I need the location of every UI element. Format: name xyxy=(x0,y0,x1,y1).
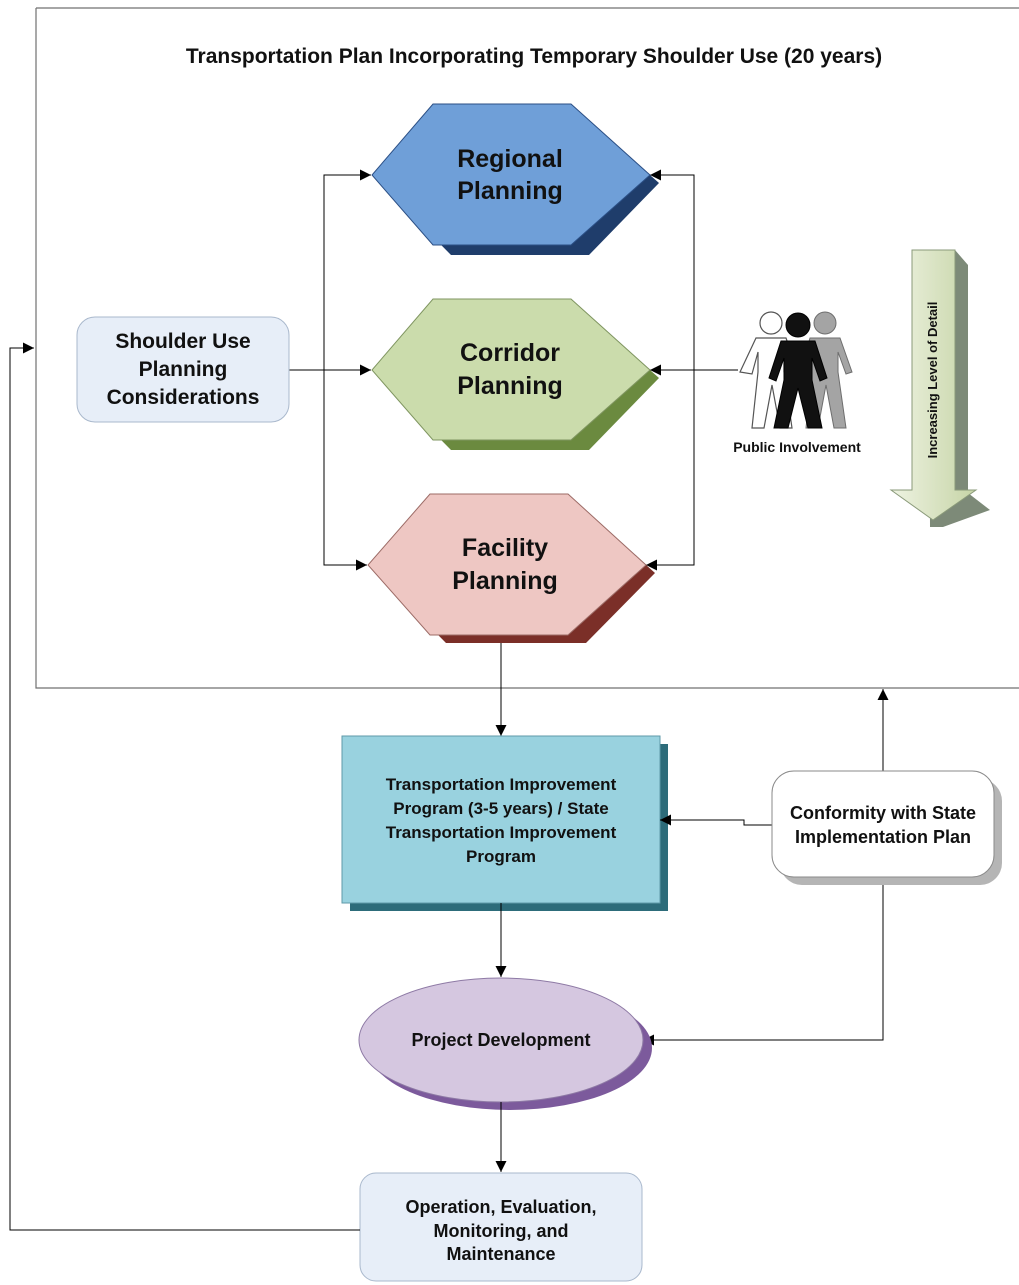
operation-label-line3: Maintenance xyxy=(446,1244,555,1264)
facility-label-line1: Facility xyxy=(462,534,548,562)
regional-label-line2: Planning xyxy=(457,177,563,205)
connectors-shoulder xyxy=(289,169,371,571)
operation-box xyxy=(359,1172,643,1282)
detail-arrow-body xyxy=(889,249,978,521)
tip-label-line3: Transportation Improvement xyxy=(386,823,617,842)
level-of-detail-arrow: Increasing Level of Detail xyxy=(889,249,990,527)
tip-label-line4: Program xyxy=(466,847,536,866)
shoulder-label-line3: Considerations xyxy=(107,386,260,409)
corridor-label-line1: Corridor xyxy=(460,339,560,367)
project-development-node: Project Development xyxy=(358,977,652,1110)
shoulder-use-node: Shoulder Use Planning Considerations xyxy=(76,316,290,423)
shoulder-label-line2: Planning xyxy=(139,358,228,381)
conformity-label-line2: Implementation Plan xyxy=(795,827,971,847)
corridor-hexagon xyxy=(371,298,651,441)
corridor-planning-node: Corridor Planning xyxy=(371,298,659,450)
operation-label-line2: Monitoring, and xyxy=(434,1221,569,1241)
public-involvement-label: Public Involvement xyxy=(733,439,861,455)
regional-hexagon xyxy=(371,103,651,246)
conformity-node: Conformity with State Implementation Pla… xyxy=(771,770,1002,885)
connector-feedback-loop xyxy=(9,342,360,1231)
facility-hexagon xyxy=(367,493,647,636)
people-icon xyxy=(739,311,853,429)
conformity-label-line1: Conformity with State xyxy=(790,803,976,823)
operation-node: Operation, Evaluation, Monitoring, and M… xyxy=(359,1172,643,1282)
shoulder-label-line1: Shoulder Use xyxy=(115,330,250,353)
corridor-label-line2: Planning xyxy=(457,372,563,400)
project-label: Project Development xyxy=(411,1030,590,1050)
tip-label-line2: Program (3-5 years) / State xyxy=(393,799,608,818)
diagram-title: Transportation Plan Incorporating Tempor… xyxy=(186,45,882,68)
regional-planning-node: Regional Planning xyxy=(371,103,659,255)
conformity-box xyxy=(771,770,995,878)
facility-planning-node: Facility Planning xyxy=(367,493,655,643)
connectors-conformity xyxy=(643,689,889,1046)
regional-label-line1: Regional xyxy=(457,145,563,173)
tip-box xyxy=(341,735,661,904)
connectors-public xyxy=(646,169,738,571)
shoulder-box xyxy=(76,316,290,423)
facility-label-line2: Planning xyxy=(452,567,558,595)
public-involvement-node: Public Involvement xyxy=(733,311,861,455)
detail-arrow-label: Increasing Level of Detail xyxy=(925,302,940,459)
plan-frame xyxy=(35,7,1019,689)
tip-node: Transportation Improvement Program (3-5 … xyxy=(341,735,668,911)
tip-label-line1: Transportation Improvement xyxy=(386,775,617,794)
operation-label-line1: Operation, Evaluation, xyxy=(405,1197,596,1217)
